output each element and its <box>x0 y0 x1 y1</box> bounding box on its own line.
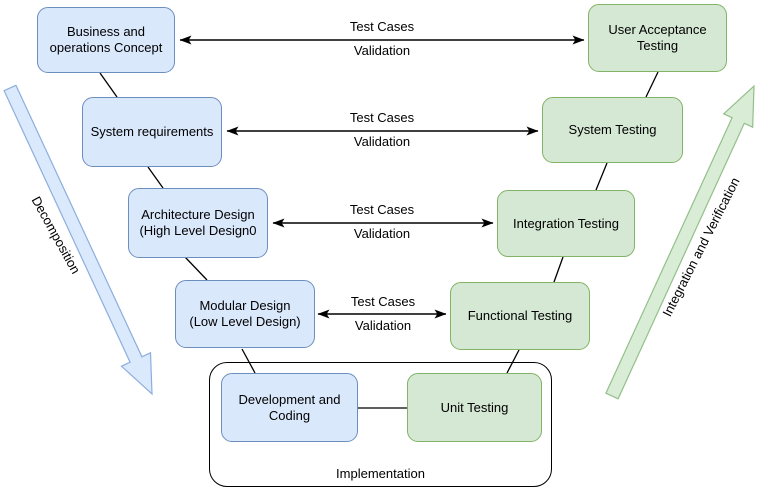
connector-line <box>241 348 256 374</box>
testcases-label-3: Test Cases <box>349 202 415 217</box>
node-user-acceptance-testing: User Acceptance Testing <box>588 4 727 72</box>
implementation-label: Implementation <box>336 466 425 481</box>
validation-label-1: Validation <box>353 43 411 58</box>
decomposition-arrow <box>3 84 153 396</box>
node-architecture-design: Architecture Design (High Level Design0 <box>128 188 268 258</box>
node-system-testing: System Testing <box>542 97 683 163</box>
node-functional-testing: Functional Testing <box>450 282 590 350</box>
node-label: System requirements <box>90 124 214 139</box>
testcases-label-1: Test Cases <box>349 19 415 34</box>
connector-line <box>184 256 208 281</box>
node-label: Integration Testing <box>513 215 619 231</box>
node-label: Business and operations Concept <box>49 24 163 55</box>
node-development-coding: Development and Coding <box>221 373 358 442</box>
node-business-concept: Business and operations Concept <box>37 7 175 73</box>
connector-line <box>147 166 164 189</box>
node-label: Modular Design (Low Level Design) <box>189 298 301 329</box>
node-modular-design: Modular Design (Low Level Design) <box>175 280 315 348</box>
connector-line <box>99 72 118 98</box>
validation-label-3: Validation <box>353 226 411 241</box>
validation-label-2: Validation <box>353 134 411 149</box>
node-label: Architecture Design (High Level Design0 <box>139 207 257 238</box>
node-label: User Acceptance Testing <box>608 22 707 53</box>
node-integration-testing: Integration Testing <box>497 190 635 257</box>
node-label: System Testing <box>568 122 657 137</box>
node-label: Unit Testing <box>440 399 509 415</box>
node-unit-testing: Unit Testing <box>407 373 542 442</box>
connector-line <box>506 349 520 374</box>
integration-verification-arrow <box>605 84 755 400</box>
node-label: Functional Testing <box>467 308 573 323</box>
implementation-group: Implementation <box>209 362 552 487</box>
connector-line <box>553 256 564 283</box>
testcases-label-2: Test Cases <box>349 110 415 125</box>
node-label: Development and Coding <box>238 391 341 423</box>
testcases-label-4: Test Cases <box>350 294 416 309</box>
connector-line <box>595 162 608 191</box>
validation-label-4: Validation <box>354 318 412 333</box>
node-system-requirements: System requirements <box>82 97 222 167</box>
connector-line <box>645 71 659 98</box>
